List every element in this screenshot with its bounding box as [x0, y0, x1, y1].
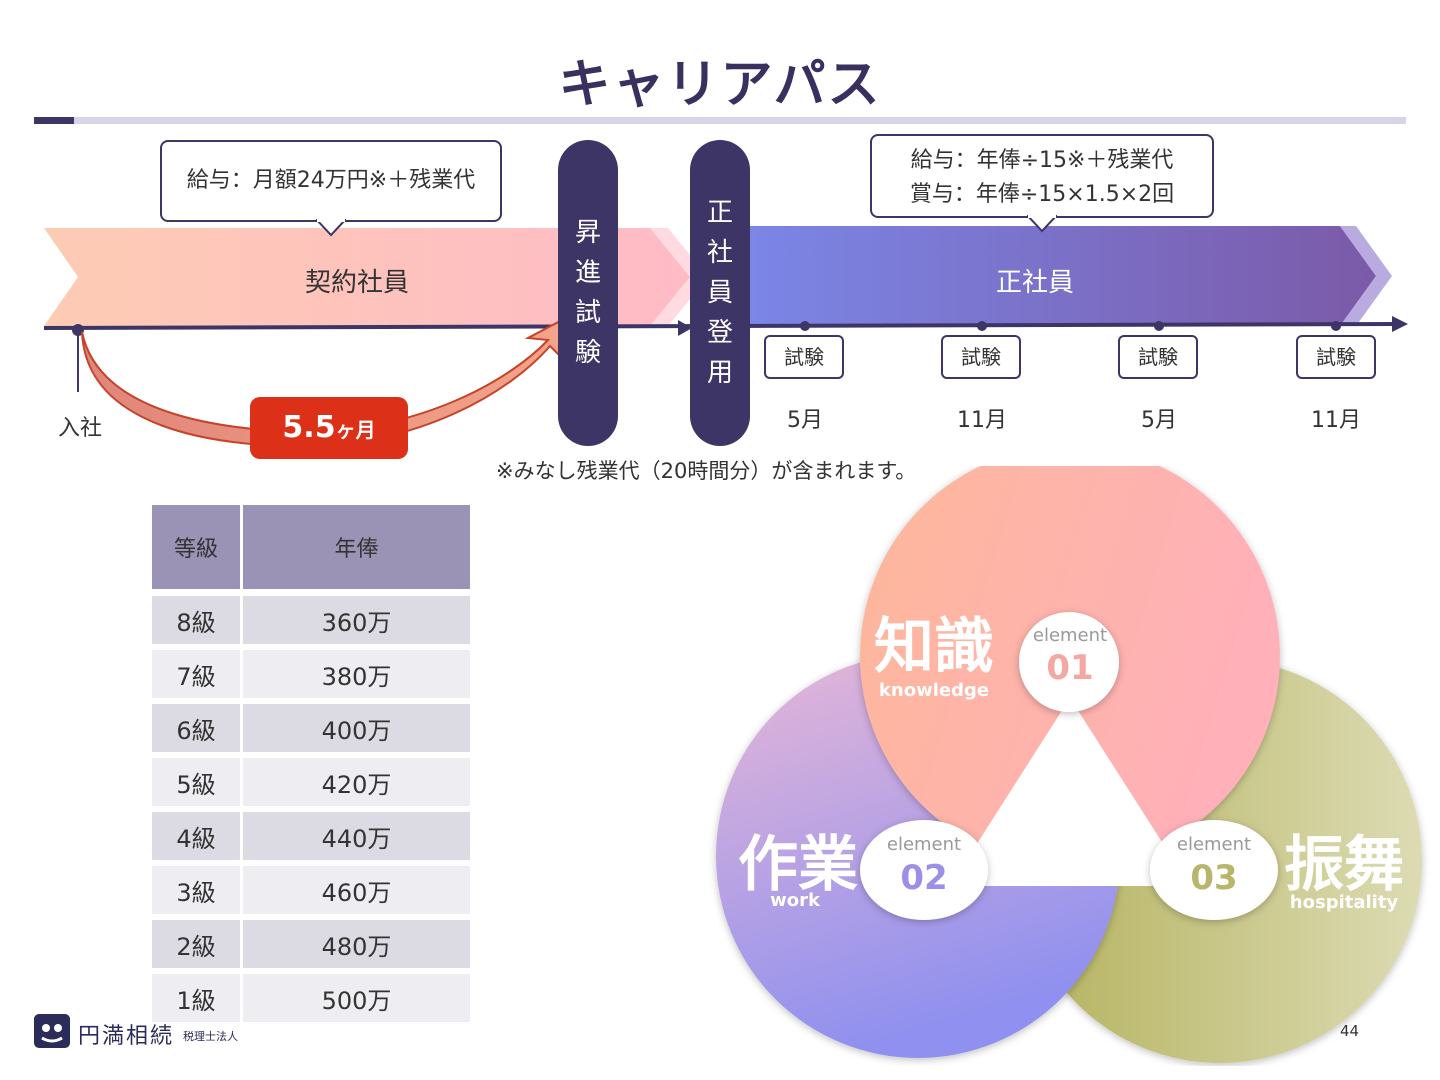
grade-cell: 1級: [152, 974, 243, 1028]
page-title: キャリアパス: [558, 55, 882, 115]
three-elements-diagram: [716, 466, 1422, 1063]
table-header-salary: 年俸: [243, 505, 470, 596]
regular-band-label: 正社員: [996, 268, 1075, 298]
page-number: 44: [1340, 1022, 1360, 1040]
element-number: 02: [900, 858, 948, 898]
pill-char: 昇: [574, 218, 601, 248]
regular-salary-callout: 給与：年俸÷15※＋残業代 賞与：年俸÷15×1.5×2回: [870, 134, 1214, 218]
hospitality-kanji: 振舞: [1284, 830, 1404, 900]
company-logo-icon: [34, 1014, 70, 1048]
title-underline: [34, 117, 1406, 124]
exam-month: 11月: [957, 408, 1007, 433]
pill-char: 試: [574, 298, 601, 328]
contract-salary-text: 給与：月額24万円※＋残業代: [186, 168, 476, 193]
exam-month: 5月: [1141, 408, 1177, 433]
career-timeline: [43, 226, 1408, 448]
contract-band: [44, 228, 690, 326]
regular-band: [748, 226, 1376, 326]
grade-cell: 2級: [152, 920, 243, 974]
duration-badge: 5.5ヶ月: [250, 397, 408, 459]
pill-char: 正: [706, 198, 733, 228]
element-number: 01: [1046, 648, 1094, 688]
element-number: 03: [1190, 858, 1238, 898]
grade-cell: 8級: [152, 596, 243, 650]
knowledge-english: knowledge: [878, 680, 990, 701]
exam-box: 試験: [764, 335, 844, 379]
element-prefix: element: [1176, 834, 1252, 855]
work-kanji: 作業: [738, 830, 858, 900]
table-header-grade: 等級: [152, 505, 243, 596]
duration-unit: ヶ月: [335, 418, 376, 442]
salary-cell: 500万: [243, 974, 470, 1028]
pill-char: 進: [574, 258, 601, 288]
join-label: 入社: [58, 416, 103, 441]
contract-salary-callout: 給与：月額24万円※＋残業代: [160, 140, 502, 222]
exam-box: 試験: [1118, 335, 1198, 379]
pill-char: 社: [706, 238, 733, 268]
regular-hire-pill: 正 社 員 登 用: [690, 140, 750, 446]
center-triangle: [950, 698, 1190, 886]
grade-cell: 7級: [152, 650, 243, 704]
salary-cell: 480万: [243, 920, 470, 974]
salary-cell: 360万: [243, 596, 470, 650]
hospitality-english: hospitality: [1289, 892, 1399, 913]
regular-bonus-line: 賞与：年俸÷15×1.5×2回: [909, 182, 1175, 207]
element-prefix: element: [886, 834, 962, 855]
promotion-exam-pill: 昇 進 試 験: [558, 140, 618, 446]
title-underline-accent: [34, 117, 74, 124]
grade-cell: 4級: [152, 812, 243, 866]
exam-month: 5月: [787, 408, 823, 433]
salary-cell: 420万: [243, 758, 470, 812]
grade-cell: 6級: [152, 704, 243, 758]
duration-value: 5.5: [282, 410, 336, 445]
contract-callout-tail: [316, 219, 346, 237]
regular-callout-tail: [1027, 215, 1057, 233]
salary-cell: 380万: [243, 650, 470, 704]
exam-month: 11月: [1311, 408, 1361, 433]
salary-cell: 460万: [243, 866, 470, 920]
work-english: work: [770, 890, 820, 911]
pill-char: 用: [706, 358, 733, 388]
pill-char: 登: [706, 318, 733, 348]
element-prefix: element: [1032, 625, 1108, 646]
pill-char: 員: [706, 278, 733, 308]
overtime-note: ※みなし残業代（20時間分）が含まれます。: [496, 459, 917, 483]
knowledge-kanji: 知識: [874, 612, 994, 682]
exam-box: 試験: [941, 335, 1021, 379]
grade-cell: 5級: [152, 758, 243, 812]
regular-band-tip: [1340, 226, 1392, 326]
contract-band-label: 契約社員: [305, 268, 410, 298]
exam-box: 試験: [1296, 335, 1376, 379]
salary-cell: 440万: [243, 812, 470, 866]
regular-salary-line1: 給与：年俸÷15※＋残業代: [910, 148, 1174, 173]
grade-cell: 3級: [152, 866, 243, 920]
salary-cell: 400万: [243, 704, 470, 758]
company-logo-subtext: 税理士法人: [183, 1030, 238, 1043]
pill-char: 験: [574, 338, 601, 368]
company-logo-text: 円満相続: [78, 1024, 175, 1049]
